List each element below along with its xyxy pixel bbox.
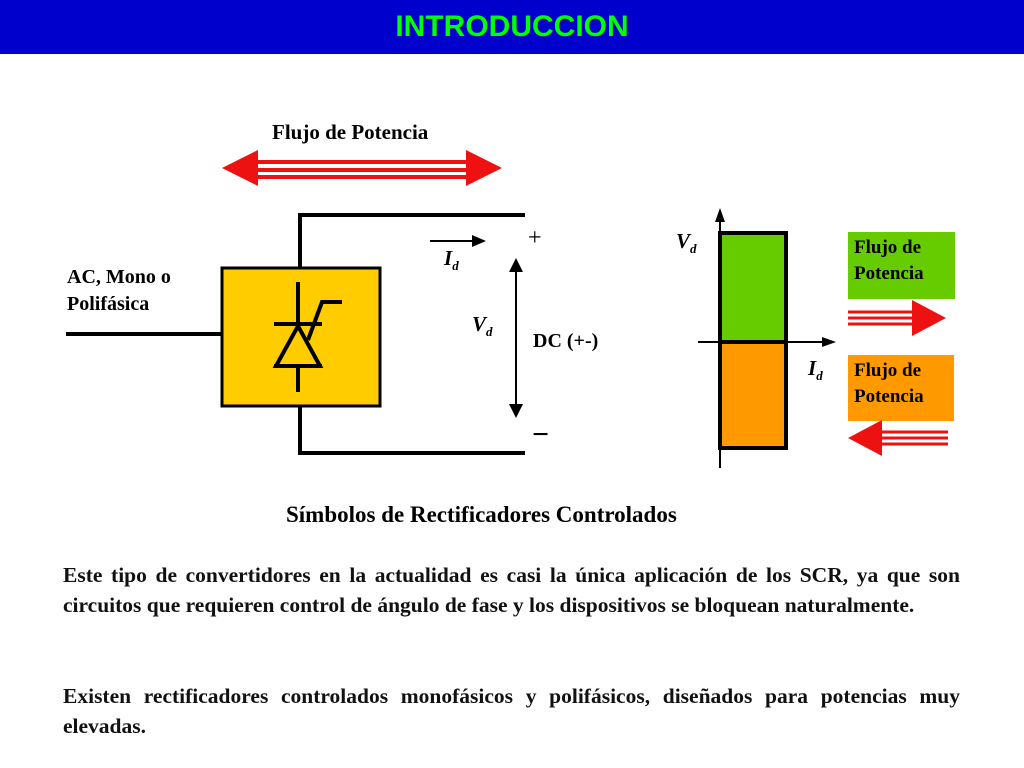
diagram-caption: Símbolos de Rectificadores Controlados — [286, 502, 677, 527]
plus-sign: + — [528, 225, 542, 251]
power-flow-arrow-left-head — [222, 150, 258, 186]
flow-box-inverter: Flujo de Potencia — [854, 360, 924, 407]
power-flow-label-top: Flujo de Potencia — [272, 120, 429, 144]
flow-box-2-bg — [848, 355, 954, 421]
minus-sign: − — [532, 418, 550, 451]
circuit-wires — [66, 213, 525, 455]
negative-voltage-region — [718, 340, 788, 450]
voltage-arrow — [509, 258, 523, 418]
flow-box-1-bg — [848, 232, 955, 299]
power-flow-arrow-bidirectional — [222, 150, 502, 186]
paragraph-1: Este tipo de convertidores en la actuali… — [63, 563, 960, 617]
voltage-label: Vd — [472, 312, 493, 339]
thyristor-icon — [272, 282, 342, 392]
power-flow-arrow-left — [848, 420, 948, 456]
paragraph-2: Existen rectificadores controlados monof… — [63, 684, 960, 738]
positive-output-wire — [298, 213, 525, 268]
positive-voltage-region — [718, 231, 788, 344]
title-bar: INTRODUCCION — [0, 0, 1024, 54]
current-label: Id — [444, 246, 459, 273]
power-flow-arrow-right-head — [466, 150, 502, 186]
graph-id-label: Id — [808, 356, 823, 383]
ac-input-label: AC, Mono o Polifásica — [67, 266, 171, 315]
page-title: INTRODUCCION — [395, 10, 629, 43]
current-arrow — [430, 235, 486, 247]
flow-box-rectifier: Flujo de Potencia — [854, 237, 924, 284]
power-flow-arrow-right — [848, 300, 946, 336]
dc-label: DC (+-) — [533, 330, 599, 352]
negative-output-wire — [298, 406, 525, 455]
graph-vd-label: Vd — [676, 229, 697, 256]
